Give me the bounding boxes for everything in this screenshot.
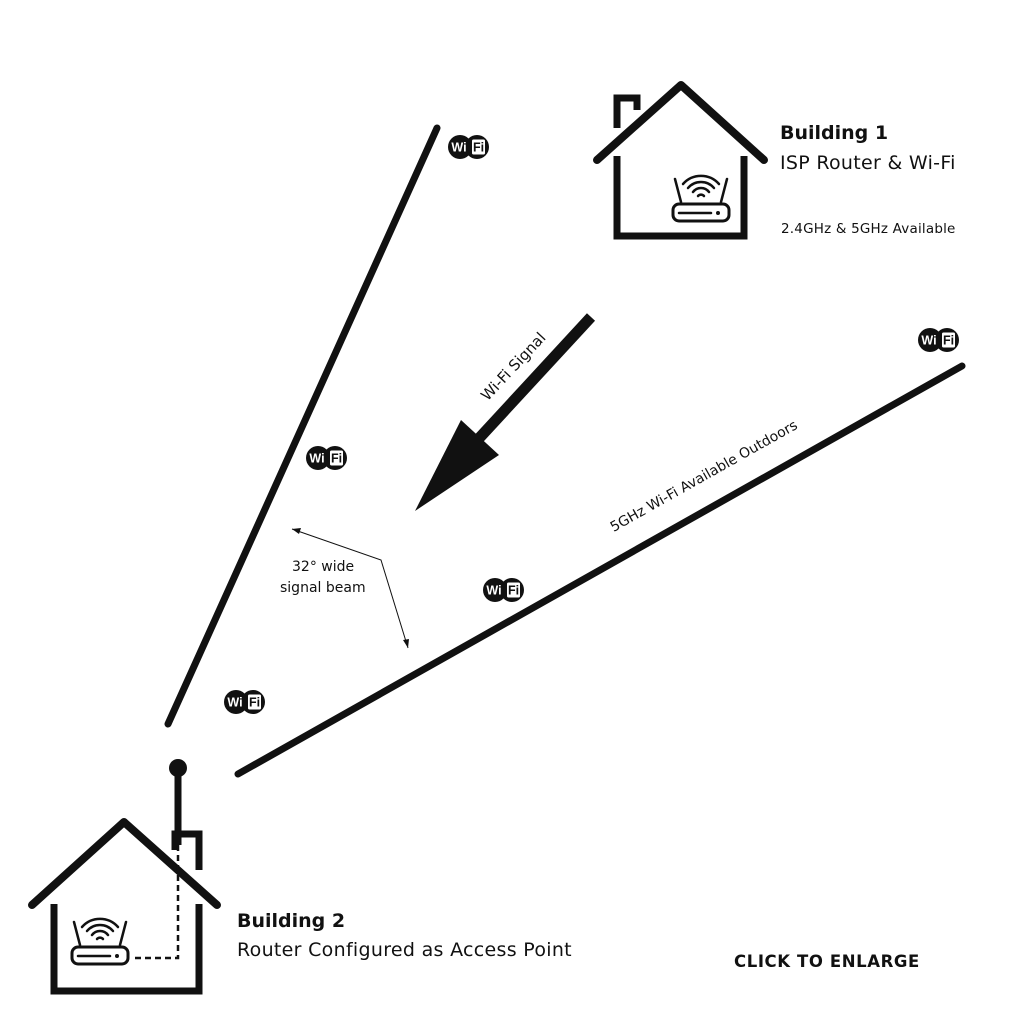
building-2-router-icon [70, 917, 130, 966]
building-2-house-icon [28, 818, 221, 995]
wifi-logo-icon [306, 446, 347, 470]
building-1-router-icon [671, 174, 731, 223]
wifi-signal-arrow [415, 313, 596, 511]
building-1-subtitle: ISP Router & Wi-Fi [780, 152, 956, 174]
beam-edge-right [234, 362, 966, 778]
wifi-logo-icon [224, 690, 265, 714]
building-2-subtitle: Router Configured as Access Point [237, 939, 572, 961]
wifi-logo-icon [448, 135, 489, 159]
beam-angle-annotation-arrow [291, 528, 409, 649]
wifi-logo-icon [483, 578, 524, 602]
building-1-house-icon [593, 81, 768, 240]
building-1-bands-note: 2.4GHz & 5GHz Available [781, 221, 956, 237]
antenna-cable-dashed [134, 845, 180, 960]
building-2-antenna-icon [169, 759, 187, 845]
beam-width-label-line1: 32° wide [292, 559, 355, 575]
beam-width-label-line2: signal beam [280, 580, 366, 596]
beam-edge-left [164, 124, 441, 728]
wifi-logo-icon [918, 328, 959, 352]
building-1-title: Building 1 [780, 122, 889, 144]
building-2-title: Building 2 [237, 910, 346, 932]
click-to-enlarge-link[interactable]: CLICK TO ENLARGE [734, 952, 920, 971]
